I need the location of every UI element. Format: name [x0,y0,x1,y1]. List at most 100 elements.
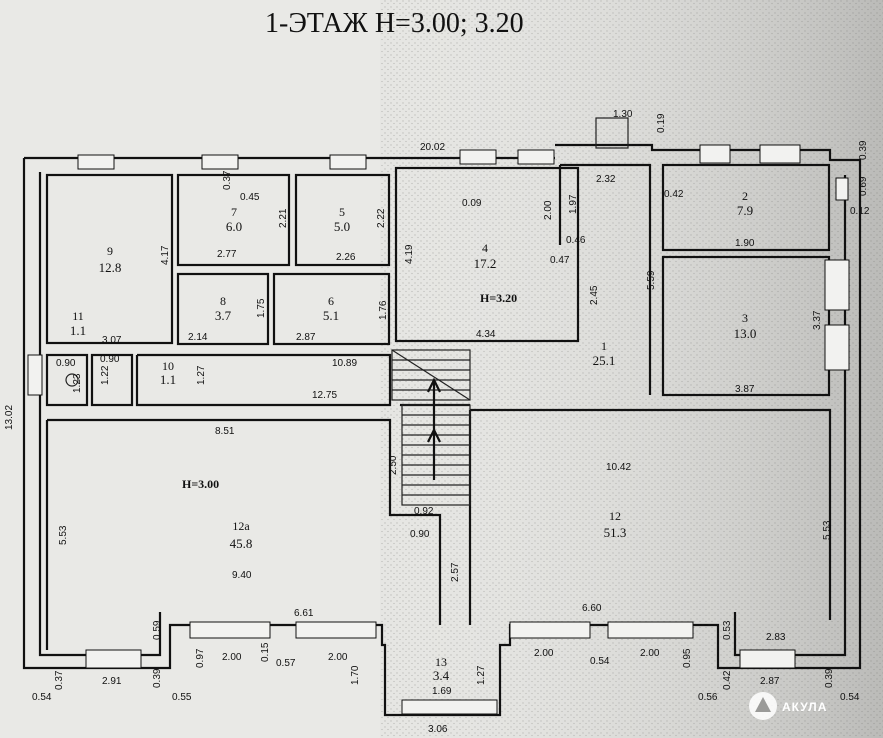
dim-r-019: 0.19 [656,113,667,133]
dim-left-total: 13.02 [4,405,15,430]
dim-r-069: 0.69 [858,176,869,196]
dim-1-f: 2.45 [589,285,600,305]
dim-b-055: 0.55 [172,692,192,703]
dim-12a-b: 6.61 [294,608,314,619]
room-5-number: 5 [339,205,345,219]
dim-4-w: 4.34 [476,329,496,340]
room-labels: 9 12.8 7 6.0 5 5.0 8 3.7 6 5.1 4 17.2 H=… [70,189,757,683]
dim-12a-h: 5.53 [58,525,69,545]
dim-12a-a: 8.51 [215,426,235,437]
room-7-area: 6.0 [226,219,242,234]
dim-stair-c: 0.90 [410,529,430,540]
dim-10-a: 1.22 [100,365,111,385]
dim-b-169: 1.69 [432,686,452,697]
dimension-labels: 20.02 13.02 3.07 4.17 0.37 0.45 2.21 2.7… [4,109,870,735]
scan-shade [380,0,883,738]
dim-2-a: 0.42 [664,189,684,200]
dim-12-b: 6.60 [582,603,602,614]
dim-b-170: 1.70 [350,665,361,685]
dim-stair-a: 2.50 [388,455,399,475]
entry-steps [595,117,629,149]
dim-8-w: 2.14 [188,332,208,343]
dim-2-b: 1.90 [735,238,755,249]
room-4-height: H=3.20 [480,291,517,305]
dim-3-w: 3.87 [735,384,755,395]
dim-stair-b: 0.92 [414,506,434,517]
room-13-number: 13 [435,655,447,669]
dim-b-039r: 0.39 [824,668,835,688]
dim-b-283: 2.83 [766,632,786,643]
plan-title: 1-ЭТАЖ H=3.00; 3.20 [265,8,524,39]
dim-r-012: 0.12 [850,206,870,217]
dim-b-306: 3.06 [428,724,448,735]
dim-9-h: 4.17 [160,245,171,265]
dim-11-b: 0.90 [100,354,120,365]
dim-b-200b: 2.00 [328,652,348,663]
room-1-number: 1 [601,339,607,353]
room-12-number: 12 [609,509,621,523]
room-10-number: 10 [162,359,174,373]
room-2-area: 7.9 [737,203,753,218]
room-8-number: 8 [220,294,226,308]
dim-b-127: 1.27 [476,665,487,685]
dim-9-w: 3.07 [102,335,122,346]
dim-4-a: 0.09 [462,198,482,209]
dim-b-057: 0.57 [276,658,296,669]
dim-11-a: 0.90 [56,358,76,369]
room-9-outline [45,173,174,345]
dim-1-a: 1.30 [613,109,633,120]
dim-10-b: 1.27 [196,365,207,385]
room-13-area: 3.4 [433,668,450,683]
dim-b-053: 0.53 [722,620,733,640]
dim-5-w: 2.26 [336,252,356,263]
room-4-number: 4 [482,241,488,255]
dim-b-039l: 0.39 [152,668,163,688]
dim-top-total: 20.02 [420,142,445,153]
room-2-outline [661,163,831,252]
room-1-area: 25.1 [593,353,616,368]
dim-4-h: 4.19 [404,244,415,264]
shark-fin-icon [755,697,771,712]
dim-3-h: 3.37 [812,310,823,330]
dim-1-g: 5.59 [646,270,657,290]
room-7-number: 7 [231,205,237,219]
dim-b-287: 2.87 [760,676,780,687]
dim-7-b: 0.45 [240,192,260,203]
dim-b-200a: 2.00 [222,652,242,663]
dim-b-015: 0.15 [260,642,271,662]
room-11-outline [45,353,89,407]
dim-4-b: 2.00 [543,200,554,220]
dim-6-h: 1.76 [378,300,389,320]
staircase [391,349,471,506]
room-8-area: 3.7 [215,308,232,323]
room-5-outline [294,173,391,267]
room-11-number: 11 [72,309,84,323]
dim-corridor-w: 10.89 [332,358,357,369]
dim-12-w: 10.42 [606,462,631,473]
dim-7-h: 2.21 [278,208,289,228]
dim-1-c: 1.97 [568,194,579,214]
dim-12a-w: 9.40 [232,570,252,581]
room-4-outline [394,166,580,343]
interior-walls [45,163,832,650]
dim-b-042: 0.42 [722,670,733,690]
watermark: АКУЛА [749,692,826,720]
room-9-number: 9 [107,244,113,258]
room-5-area: 5.0 [334,219,350,234]
dim-6-w: 2.87 [296,332,316,343]
dim-b-200c: 2.00 [534,648,554,659]
dim-7-a: 0.37 [222,170,233,190]
room-10b-outline [90,353,134,407]
dim-b-054l: 0.54 [32,692,52,703]
room-7-outline [176,173,291,267]
room-6-outline [272,272,391,346]
room-6-area: 5.1 [323,308,339,323]
room-10-area: 1.1 [160,372,176,387]
room-12-area: 51.3 [604,525,627,540]
dim-b-200d: 2.00 [640,648,660,659]
dim-r-039: 0.39 [858,140,869,160]
dim-b-097: 0.97 [195,648,206,668]
dim-corridor2-w: 12.75 [312,390,337,401]
dim-b-059: 0.59 [152,620,163,640]
fixture [65,373,79,387]
